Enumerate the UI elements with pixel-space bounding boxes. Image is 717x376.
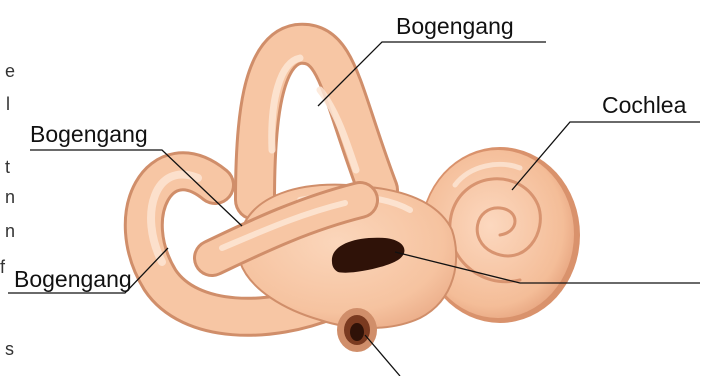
- label-bogengang-top: Bogengang: [396, 15, 514, 38]
- round-window: [337, 308, 377, 352]
- label-bogengang-left-upper: Bogengang: [30, 123, 148, 146]
- edge-char: s: [5, 340, 14, 358]
- leader-line-round-window: [365, 335, 400, 376]
- edge-char: t: [5, 158, 10, 176]
- edge-char: n: [5, 188, 15, 206]
- label-bogengang-left-lower: Bogengang: [14, 268, 132, 291]
- label-cochlea: Cochlea: [602, 94, 686, 117]
- edge-char: n: [5, 222, 15, 240]
- edge-char: l: [6, 95, 10, 113]
- edge-char: e: [5, 62, 15, 80]
- anterior-canal: [255, 44, 378, 200]
- edge-char: f: [0, 258, 5, 276]
